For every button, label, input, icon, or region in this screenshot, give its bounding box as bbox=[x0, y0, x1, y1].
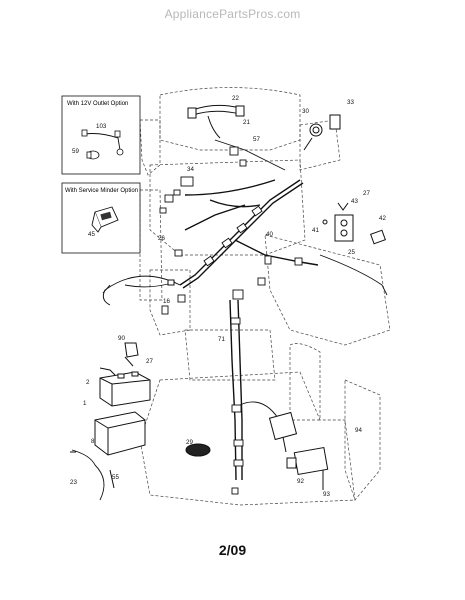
callout-2: 2 bbox=[86, 379, 90, 386]
relay-module bbox=[268, 411, 298, 453]
callout-16: 16 bbox=[163, 298, 170, 305]
callout-22: 22 bbox=[232, 95, 239, 102]
inset-12v-title: With 12V Outlet Option bbox=[67, 101, 128, 107]
battery-tray bbox=[94, 411, 146, 456]
watermark: AppliancePartsPros.com bbox=[164, 7, 301, 21]
chassis-outline bbox=[139, 87, 391, 506]
callout-26: 26 bbox=[158, 235, 165, 242]
small-parts bbox=[70, 279, 175, 489]
callout-33: 33 bbox=[347, 99, 354, 106]
inset-12v-outlet: With 12V Outlet Option 103 59 bbox=[61, 95, 141, 175]
callout-34: 34 bbox=[187, 166, 194, 173]
callout-8: 8 bbox=[91, 438, 95, 445]
harness-connectors bbox=[159, 146, 303, 495]
ignition-switch bbox=[303, 114, 341, 151]
inset-outlet-part-59: 59 bbox=[72, 148, 79, 155]
callout-43: 43 bbox=[351, 198, 358, 205]
headlight-harness bbox=[187, 104, 245, 139]
callout-93: 93 bbox=[323, 491, 330, 498]
seat-switch bbox=[185, 443, 211, 457]
callout-94: 94 bbox=[355, 427, 362, 434]
callout-71: 71 bbox=[218, 336, 225, 343]
callout-1: 1 bbox=[83, 400, 87, 407]
callout-30: 30 bbox=[302, 108, 309, 115]
callout-29: 29 bbox=[186, 439, 193, 446]
callout-27: 27 bbox=[363, 190, 370, 197]
callout-25: 25 bbox=[348, 249, 355, 256]
callout-23: 23 bbox=[70, 479, 77, 486]
inset-service-minder: With Service Minder Option 45 bbox=[61, 182, 141, 254]
callout-90: 90 bbox=[118, 335, 125, 342]
callout-55: 55 bbox=[112, 474, 119, 481]
inset-outlet-part-103: 103 bbox=[96, 123, 107, 130]
page-label: 2/09 bbox=[218, 542, 247, 558]
callout-21: 21 bbox=[243, 119, 250, 126]
callout-42: 42 bbox=[379, 215, 386, 222]
callout-41: 41 bbox=[312, 227, 319, 234]
inset-minder-title: With Service Minder Option bbox=[65, 188, 138, 194]
starter-solenoid bbox=[322, 202, 386, 245]
callout-92: 92 bbox=[297, 478, 304, 485]
battery bbox=[99, 356, 151, 407]
inset-minder-part-45: 45 bbox=[88, 231, 95, 238]
callout-27: 27 bbox=[146, 358, 153, 365]
callout-40: 40 bbox=[266, 231, 273, 238]
callout-57: 57 bbox=[253, 136, 260, 143]
interlock-switch bbox=[286, 446, 329, 490]
